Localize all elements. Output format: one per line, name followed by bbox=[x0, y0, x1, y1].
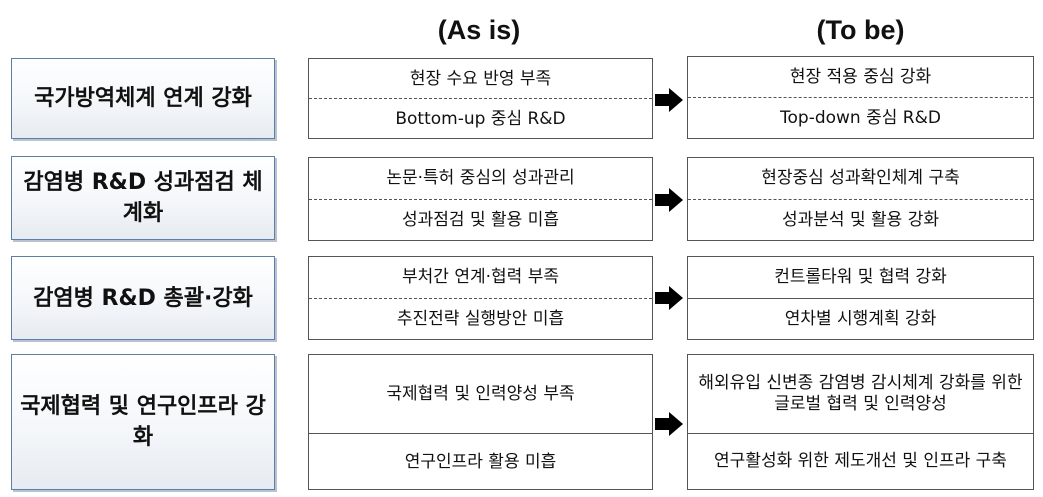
as-is-box: 논문·특허 중심의 성과관리 성과점검 및 활용 미흡 bbox=[308, 157, 653, 241]
to-be-item: 현장중심 성과확인체계 구축 bbox=[761, 168, 960, 189]
right-arrow-icon bbox=[655, 412, 683, 436]
to-be-box: 현장중심 성과확인체계 구축 성과분석 및 활용 강화 bbox=[687, 157, 1034, 241]
to-be-item: 해외유입 신변종 감염병 감시체계 강화를 위한 글로벌 협력 및 인력양성 bbox=[698, 373, 1023, 414]
as-is-box: 국제협력 및 인력양성 부족 연구인프라 활용 미흡 bbox=[308, 354, 653, 490]
row-label: 국제협력 및 연구인프라 강화 bbox=[11, 354, 275, 490]
as-is-box: 현장 수요 반영 부족 Bottom-up 중심 R&D bbox=[308, 58, 653, 139]
as-is-header: (As is) bbox=[437, 15, 521, 45]
as-is-box: 부처간 연계·협력 부족 추진전략 실행방안 미흡 bbox=[308, 256, 653, 340]
as-is-item: 연구인프라 활용 미흡 bbox=[309, 433, 652, 489]
as-is-item: 현장 수요 반영 부족 bbox=[409, 68, 552, 89]
to-be-item: 성과분석 및 활용 강화 bbox=[688, 198, 1033, 241]
as-is-item: 국제협력 및 인력양성 부족 bbox=[386, 384, 575, 404]
to-be-box: 현장 적용 중심 강화 Top-down 중심 R&D bbox=[687, 56, 1034, 139]
right-arrow-icon bbox=[655, 188, 683, 212]
as-is-item: Bottom-up 중심 R&D bbox=[309, 98, 652, 138]
as-is-item: 부처간 연계·협력 부족 bbox=[402, 267, 559, 288]
to-be-item: 연구활성화 위한 제도개선 및 인프라 구축 bbox=[688, 433, 1033, 489]
as-is-item: 논문·특허 중심의 성과관리 bbox=[386, 168, 575, 189]
as-is-item: 추진전략 실행방안 미흡 bbox=[309, 297, 652, 340]
row-label: 감염병 R&D 성과점검 체계화 bbox=[11, 156, 275, 240]
row-label: 감염병 R&D 총괄·강화 bbox=[11, 256, 275, 340]
right-arrow-icon bbox=[655, 286, 683, 310]
to-be-item: 컨트롤타워 및 협력 강화 bbox=[774, 267, 947, 288]
row-label: 국가방역체계 연계 강화 bbox=[11, 58, 275, 139]
to-be-item: 연차별 시행계획 강화 bbox=[688, 297, 1033, 340]
to-be-item: 현장 적용 중심 강화 bbox=[789, 67, 932, 87]
as-is-item: 성과점검 및 활용 미흡 bbox=[309, 198, 652, 241]
to-be-box: 컨트롤타워 및 협력 강화 연차별 시행계획 강화 bbox=[687, 256, 1034, 340]
to-be-item: Top-down 중심 R&D bbox=[688, 97, 1033, 138]
to-be-box: 해외유입 신변종 감염병 감시체계 강화를 위한 글로벌 협력 및 인력양성 연… bbox=[687, 354, 1034, 490]
right-arrow-icon bbox=[655, 88, 683, 112]
to-be-header: (To be) bbox=[816, 15, 905, 45]
